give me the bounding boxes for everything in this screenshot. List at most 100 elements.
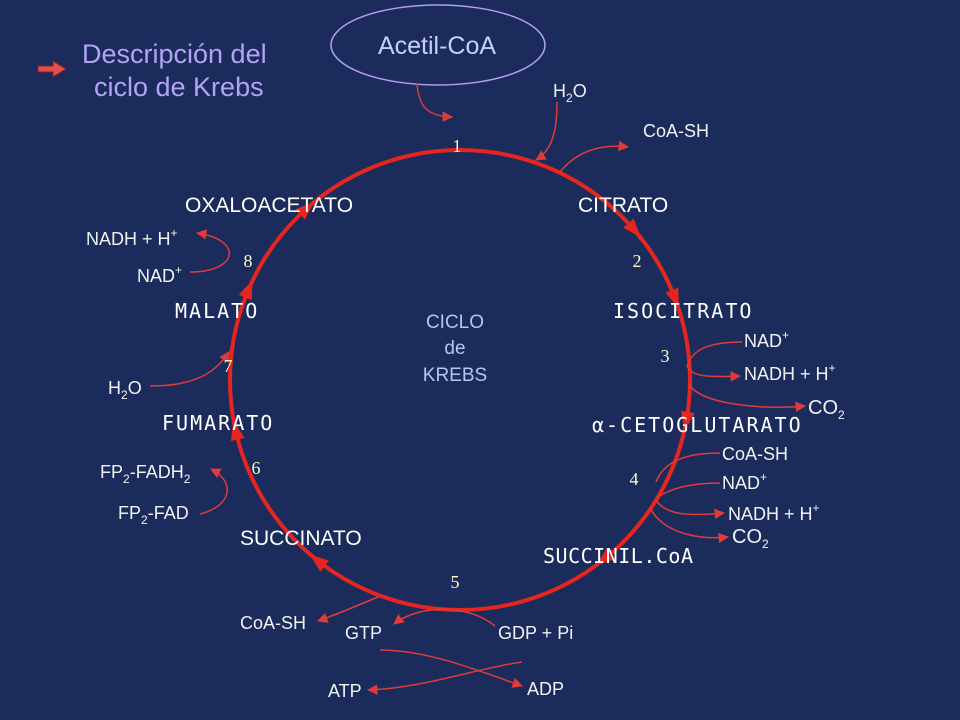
cofactor-fad-step6: FP2-FAD: [118, 503, 189, 527]
step-number-4: 4: [630, 469, 639, 489]
cofactor-gtp: GTP: [345, 623, 382, 643]
right-arrow-icon-shape: [37, 60, 67, 78]
fadh2-subscript-1: 2: [123, 472, 130, 486]
arrow-gdp-to-gtp: [393, 608, 496, 627]
nad-step8-superscript: +: [175, 263, 182, 277]
right-arrow-icon: [37, 60, 67, 78]
nad-step3-superscript: +: [782, 328, 789, 342]
cofactor-h2o-step7: H2O: [108, 378, 142, 402]
step-number-7: 7: [224, 356, 233, 376]
cofactor-nadh-step8: NADH + H+: [86, 226, 178, 249]
cofactor-coa-sh-step4: CoA-SH: [722, 444, 788, 464]
intermediate-succinato: SUCCINATO: [240, 527, 362, 550]
nad-step8-base: NAD: [137, 266, 175, 286]
arrow-fad-fadh2-step6: [199, 468, 228, 515]
co2-step4-subscript: 2: [762, 537, 769, 551]
nadh-step8-superscript: +: [171, 226, 178, 240]
cycle-arrowhead: [665, 287, 679, 308]
cycle-arrowhead: [680, 410, 695, 431]
cycle-arrowhead: [295, 201, 315, 220]
cycle-arrowheads: [230, 201, 695, 572]
h2o-step1-part-o: O: [573, 81, 587, 101]
substrate-ellipse: [330, 4, 546, 86]
cofactor-nad-step4: NAD+: [722, 470, 767, 493]
title-line-1: Descripción del: [82, 39, 267, 69]
arrow-to-atp: [366, 661, 523, 695]
nadh-step3-superscript: +: [829, 361, 836, 375]
arrow-nadh-out-step4: [655, 499, 726, 520]
fad-subscript: 2: [141, 513, 148, 527]
intermediate-oxaloacetato: OXALOACETATO: [185, 194, 353, 217]
center-label-line-3: KREBS: [423, 365, 487, 386]
arrow-nad-nadh-step8: [189, 229, 230, 273]
cofactor-co2-step4: CO2: [732, 526, 769, 551]
center-label-line-1: CICLO: [426, 312, 484, 333]
cofactor-atp: ATP: [328, 681, 362, 701]
arrow-nad-in-step3: [686, 341, 743, 367]
co2-step3-base: CO: [808, 397, 838, 419]
intermediate-malato: MALATO: [175, 299, 259, 323]
h2o-step1-part-h: H: [553, 81, 566, 101]
side-arrows: [149, 83, 807, 695]
step-number-8: 8: [244, 251, 253, 271]
h2o-step1-subscript: 2: [566, 91, 573, 105]
cofactor-coa-sh-step1: CoA-SH: [643, 121, 709, 141]
substrate-label: Acetil-CoA: [378, 32, 496, 60]
arrow-acetyl-coa-in: [416, 83, 454, 122]
h2o-step7-subscript: 2: [121, 388, 128, 402]
cofactor-coa-sh-step5: CoA-SH: [240, 613, 306, 633]
arrow-nad-in-step4: [657, 482, 721, 498]
cycle-arrowhead: [238, 279, 253, 301]
title-line-2: ciclo de Krebs: [94, 72, 264, 102]
cofactor-nad-step8: NAD+: [137, 263, 182, 286]
fad-part-fp: FP: [118, 503, 141, 523]
step-number-3: 3: [661, 346, 670, 366]
nadh-step3-base: NADH + H: [744, 364, 829, 384]
arrow-co2-out-step4: [649, 507, 730, 544]
arrow-coa-sh-in-step4: [655, 452, 721, 483]
h2o-step7-part-h: H: [108, 378, 121, 398]
intermediate-succinil-coa: SUCCINIL.CoA: [543, 544, 694, 568]
intermediate-isocitrato: ISOCITRATO: [613, 299, 753, 323]
fad-part-fad: -FAD: [148, 503, 189, 523]
cycle-arrowhead: [596, 548, 616, 566]
arrow-to-adp: [379, 649, 523, 688]
step-number-2: 2: [633, 251, 642, 271]
nad-step3-base: NAD: [744, 331, 782, 351]
nad-step4-superscript: +: [760, 470, 767, 484]
arrow-coa-sh-out-step5: [317, 596, 379, 623]
fadh2-part-fp: FP: [100, 462, 123, 482]
arrow-water-in-step7: [149, 351, 230, 387]
cofactor-nadh-step3: NADH + H+: [744, 361, 836, 384]
fadh2-subscript-2: 2: [184, 472, 191, 486]
co2-step3-subscript: 2: [838, 408, 845, 422]
step-number-1: 1: [453, 136, 462, 156]
cofactor-nad-step3: NAD+: [744, 328, 789, 351]
nadh-step8-base: NADH + H: [86, 229, 171, 249]
cofactor-fadh2-step6: FP2-FADH2: [100, 462, 191, 486]
arrow-coa-sh-out-step1: [559, 140, 630, 173]
nad-step4-base: NAD: [722, 473, 760, 493]
arrow-nadh-out-step3: [686, 365, 742, 382]
cycle-arrowhead: [623, 218, 641, 238]
arrow-water-in-step1: [535, 101, 558, 161]
fadh2-part-fadh: -FADH: [130, 462, 184, 482]
arrow-co2-out-step3: [688, 383, 807, 413]
nadh-step4-superscript: +: [813, 501, 820, 515]
nadh-step4-base: NADH + H: [728, 504, 813, 524]
step-number-6: 6: [252, 458, 261, 478]
intermediate-citrato: CITRATO: [578, 194, 668, 217]
h2o-step7-part-o: O: [128, 378, 142, 398]
cofactor-co2-step3: CO2: [808, 397, 845, 422]
cycle-arrowhead: [309, 554, 330, 572]
cycle-arrowhead: [230, 420, 245, 442]
step-number-5: 5: [451, 572, 460, 592]
cofactor-h2o-step1: H2O: [553, 81, 587, 105]
intermediate-fumarato: FUMARATO: [162, 411, 274, 435]
cofactor-nadh-step4: NADH + H+: [728, 501, 820, 524]
cofactor-adp: ADP: [527, 679, 564, 699]
intermediate-alfa-cetoglutarato: α-CETOGLUTARATO: [592, 413, 803, 437]
center-label-line-2: de: [444, 338, 465, 359]
